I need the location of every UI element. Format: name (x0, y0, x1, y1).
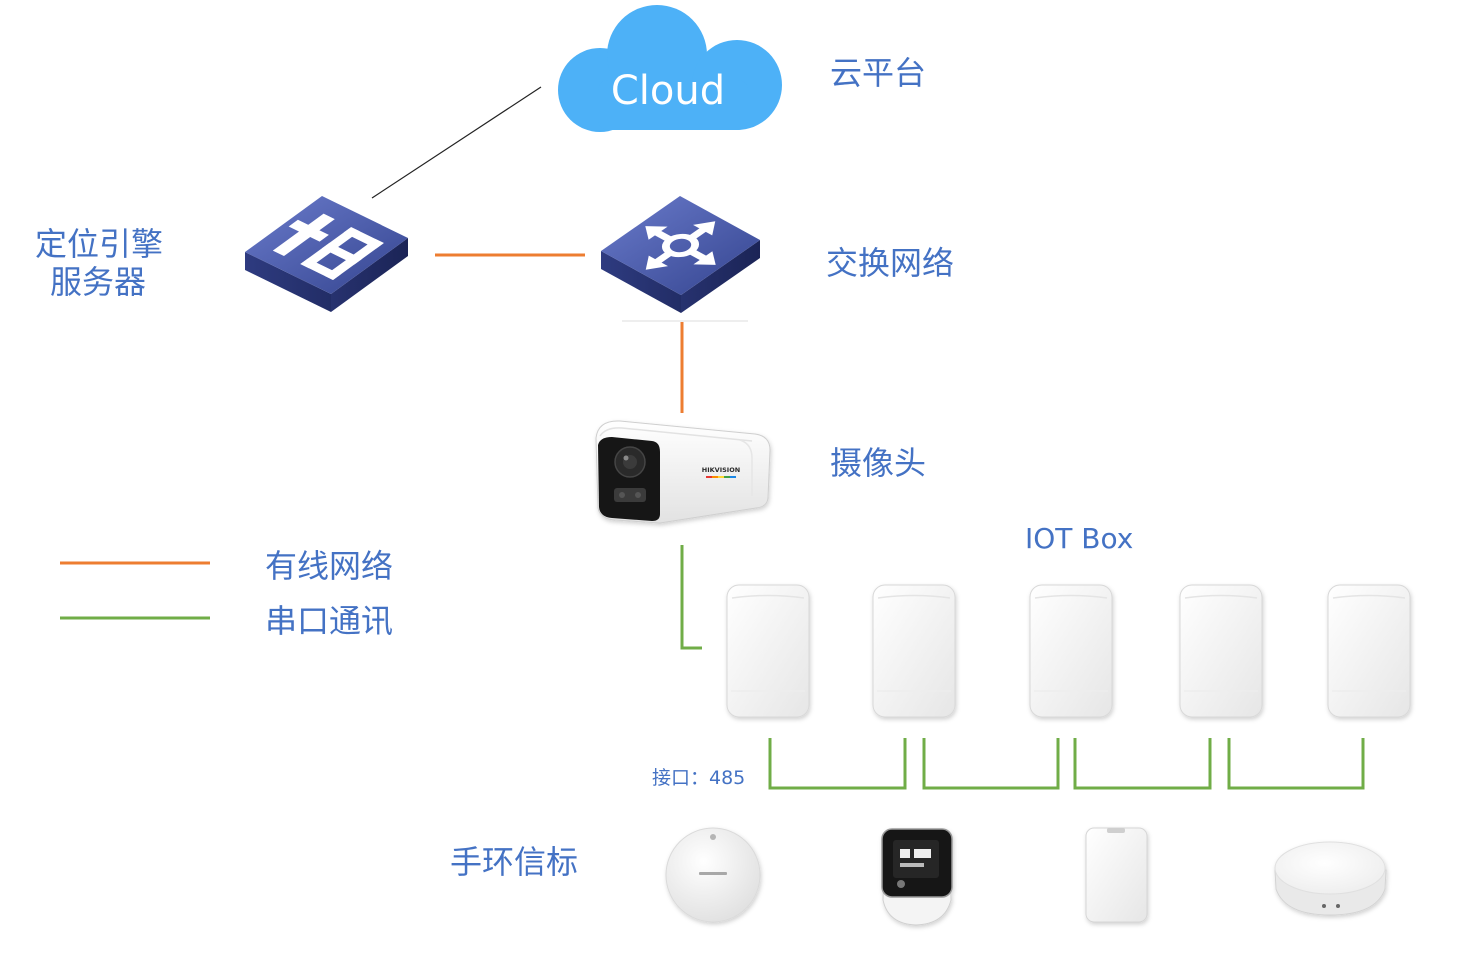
legend-wired-label: 有线网络 (265, 547, 393, 585)
cloud-label: Cloud (611, 68, 725, 114)
card-beacon-icon (1085, 827, 1148, 923)
disc-beacon-icon (1274, 841, 1387, 916)
iot-box-icon (1029, 584, 1113, 718)
tags-label: 手环信标 (450, 843, 578, 881)
router-icon (245, 196, 408, 312)
iot-box-icon (726, 584, 810, 718)
serial-link-4 (1227, 738, 1365, 790)
engine-server-label-line2: 服务器 (50, 263, 146, 301)
legend-serial-label: 串口通讯 (265, 602, 393, 640)
camera-brand-logo: HIKVISION (702, 466, 740, 474)
serial-link-1 (768, 738, 907, 790)
camera-icon: HIKVISION (595, 420, 771, 524)
engine-server-label-line1: 定位引擎 (35, 225, 163, 263)
round-beacon-icon (665, 827, 761, 923)
serial-interface-label: 接口：485 (652, 767, 745, 789)
switch-icon (601, 196, 760, 322)
serial-link-3 (1073, 738, 1212, 790)
camera-label: 摄像头 (830, 444, 926, 482)
iot-box-label: IOT Box (1025, 522, 1133, 555)
cloud-platform-label: 云平台 (830, 54, 926, 92)
wristband-icon (881, 828, 953, 926)
labels: 云平台 定位引擎 服务器 交换网络 摄像头 有线网络 串口通讯 IOT Box … (35, 54, 1133, 881)
link-cloud-server (371, 86, 542, 199)
iot-box-icon (872, 584, 956, 718)
iot-box-icon (1327, 584, 1411, 718)
serial-link-2 (922, 738, 1060, 790)
cloud-icon (558, 5, 782, 132)
link-camera-iotbox (680, 545, 702, 650)
iot-box-icon (1179, 584, 1263, 718)
switch-label: 交换网络 (826, 244, 954, 282)
